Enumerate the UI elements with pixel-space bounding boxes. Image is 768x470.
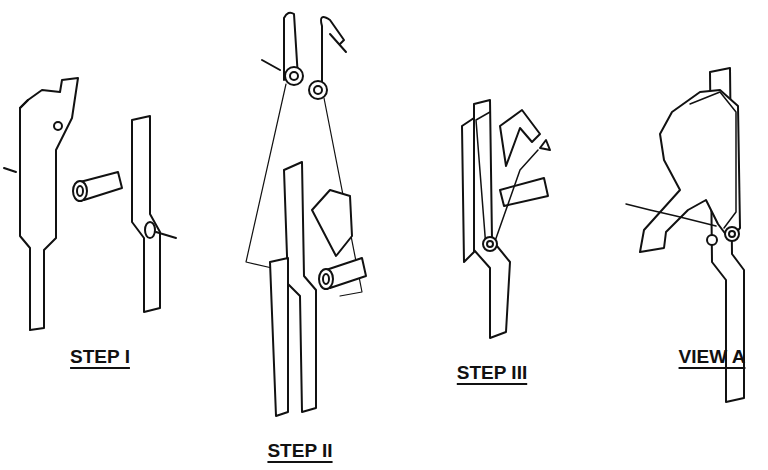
step-label: VIEW A (679, 346, 746, 368)
step-label: STEP II (267, 440, 332, 462)
step-label: STEP I (70, 346, 130, 368)
step-two-parts (246, 13, 366, 416)
step-one-parts (4, 78, 176, 330)
step-label: STEP III (457, 362, 527, 384)
step-three-parts (462, 100, 550, 338)
